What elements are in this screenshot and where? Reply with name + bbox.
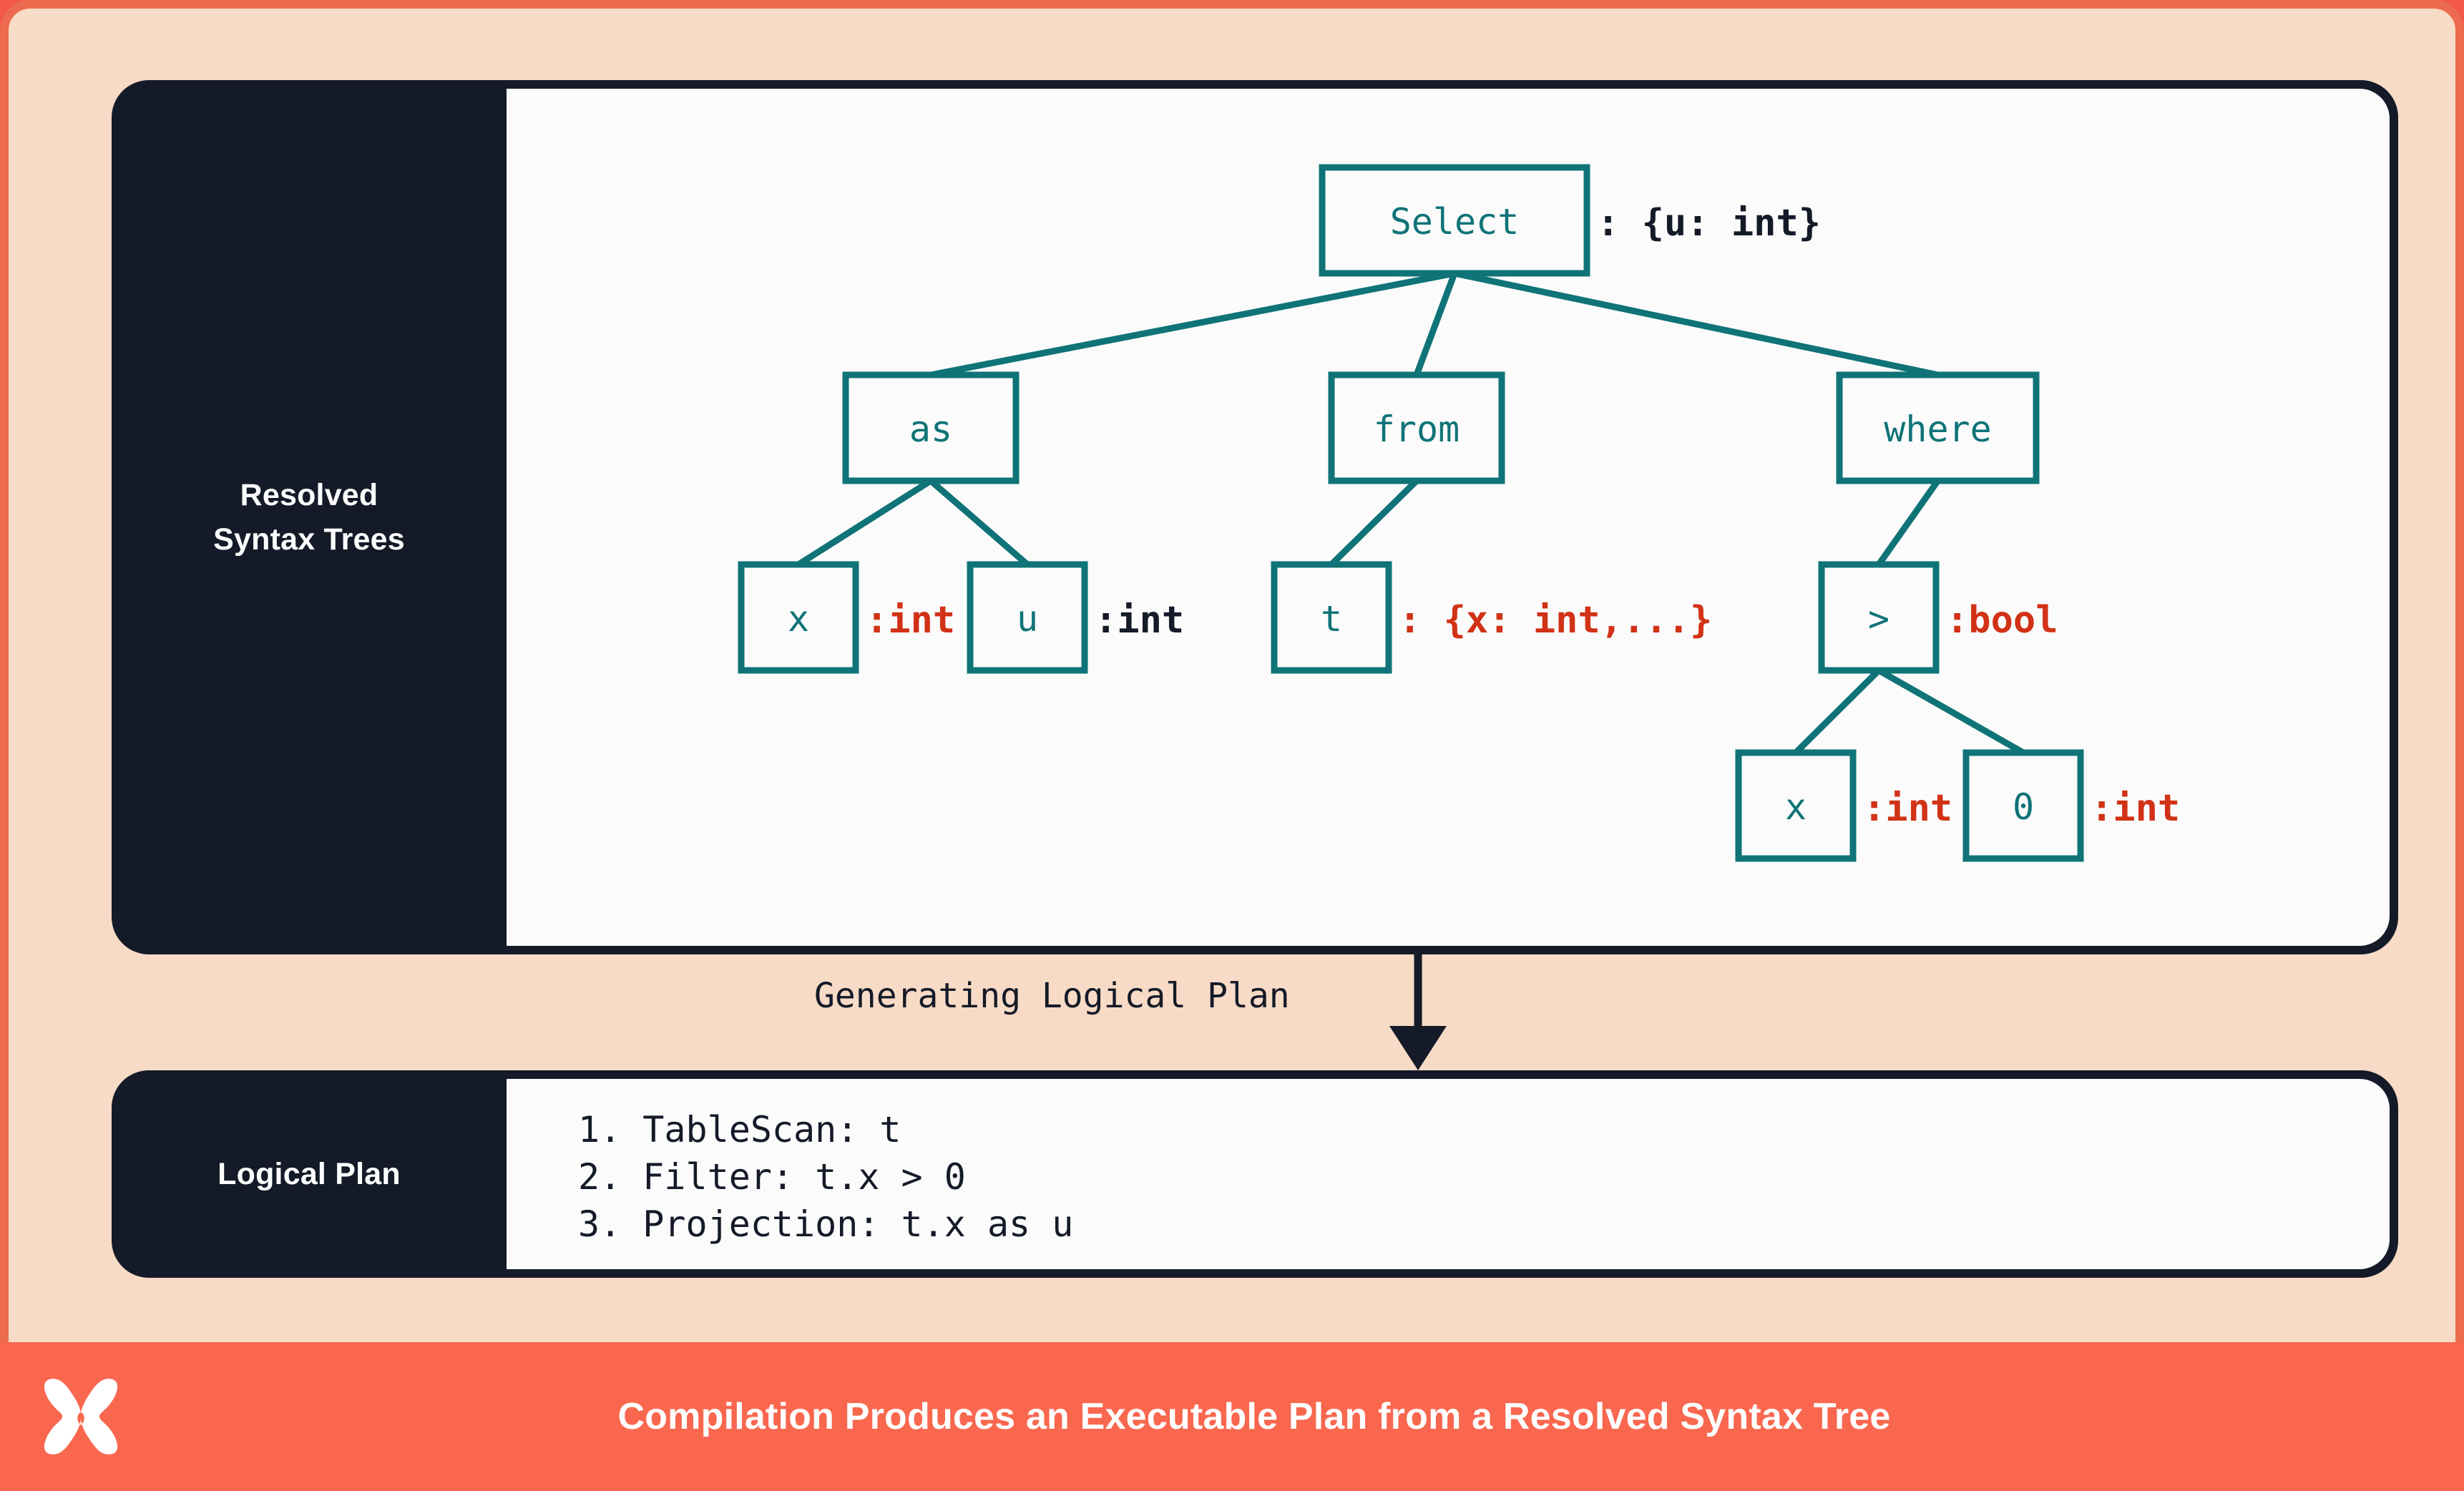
tree-node-label: x [788,598,809,640]
tree-panel-label-line1: Resolved [240,477,378,512]
footer-bar: Compilation Produces an Executable Plan … [0,1342,2464,1491]
tree-node-where[interactable]: where [1836,371,2040,484]
tree-node-type-annotation: :int [866,599,955,642]
tree-node-box [1836,371,2040,484]
tree-edge [1793,668,1882,756]
tree-node-box [1735,749,1857,862]
tree-edge [1876,479,1941,567]
tree-panel-body: Select : {u: int} as from where x :int u :int t : … [507,89,2390,946]
tree-node-box [1818,561,1940,674]
tree-node-select[interactable]: Select : {u: int} [1319,164,1821,277]
logical-plan-step: 3. Projection: t.x as u [578,1203,1074,1245]
tree-node-box [1271,561,1392,674]
logical-plan-step: 2. Filter: t.x > 0 [578,1156,966,1198]
tree-node-label: 0 [2013,786,2034,828]
connector-arrowhead-icon [1389,1026,1447,1070]
logical-plan-panel: Logical Plan 1. TableScan: t 2. Filter: t… [112,1070,2398,1278]
tree-node-label: x [1785,786,1807,828]
tree-node-type-annotation: :int [1095,599,1184,642]
tree-edge [929,478,1030,567]
tree-node-label: u [1017,598,1038,640]
tree-node-type-annotation: : {u: int} [1597,202,1821,245]
generating-logical-plan-connector [1389,954,1447,1070]
tree-node-from[interactable]: from [1328,371,1505,484]
plan-panel-body: 1. TableScan: t 2. Filter: t.x > 0 3. Proj… [507,1079,2390,1269]
butterfly-x-logo-icon [44,1379,118,1455]
tree-node-gt-0[interactable]: 0 :int [1962,749,2180,862]
tree-node-gt[interactable]: > :bool [1818,561,2058,674]
plan-panel-label: Logical Plan [217,1156,401,1191]
tree-node-box [1328,371,1505,484]
tree-node-box [1962,749,2084,862]
logical-plan-step-list: 1. TableScan: t 2. Filter: t.x > 0 3. Proj… [507,1079,2390,1248]
tree-node-from-t[interactable]: t : {x: int,...} [1271,561,1712,674]
tree-node-label: > [1868,598,1889,640]
connector-label: Generating Logical Plan [814,976,1290,1016]
tree-node-box [842,371,1020,484]
tree-node-label: from [1374,409,1460,450]
tree-panel-label: Resolved Syntax Trees [112,80,507,954]
tree-panel-label-line2: Syntax Trees [213,522,405,557]
tree-edge [1454,270,1939,378]
tree-edge-group [796,270,2025,756]
tree-node-label: t [1321,598,1342,640]
tree-node-as[interactable]: as [842,371,1020,484]
logical-plan-step: 1. TableScan: t [578,1109,901,1150]
tree-node-label: Select [1390,201,1520,243]
tree-node-group: Select : {u: int} as from where x :int u :int t : … [738,164,2180,862]
tree-edge [1877,668,2025,756]
tree-node-box [738,561,859,674]
tree-edge [1329,478,1419,567]
footer-caption: Compilation Produces an Executable Plan … [617,1396,1891,1437]
syntax-tree-graphic: Select : {u: int} as from where x :int u :int t : … [738,164,2180,862]
tree-node-type-annotation: :int [1863,787,1952,830]
tree-node-gt-x[interactable]: x :int [1735,749,1952,862]
tree-edge [796,478,933,567]
tree-node-as-u[interactable]: u :int [967,561,1184,674]
tree-edge [930,270,1455,378]
tree-node-as-x[interactable]: x :int [738,561,955,674]
slide-canvas: Resolved Syntax Trees Select : {u: int} as… [0,0,2464,1342]
tree-node-type-annotation: : {x: int,...} [1399,599,1712,642]
tree-node-type-annotation: :int [2091,787,2180,830]
tree-edge [1413,272,1458,376]
tree-node-box [967,561,1088,674]
tree-node-type-annotation: :bool [1946,599,2058,642]
tree-node-label: as [909,409,952,450]
resolved-syntax-trees-panel: Resolved Syntax Trees Select : {u: int} as… [112,80,2398,954]
tree-node-label: where [1884,409,1992,450]
tree-node-box [1319,164,1590,277]
